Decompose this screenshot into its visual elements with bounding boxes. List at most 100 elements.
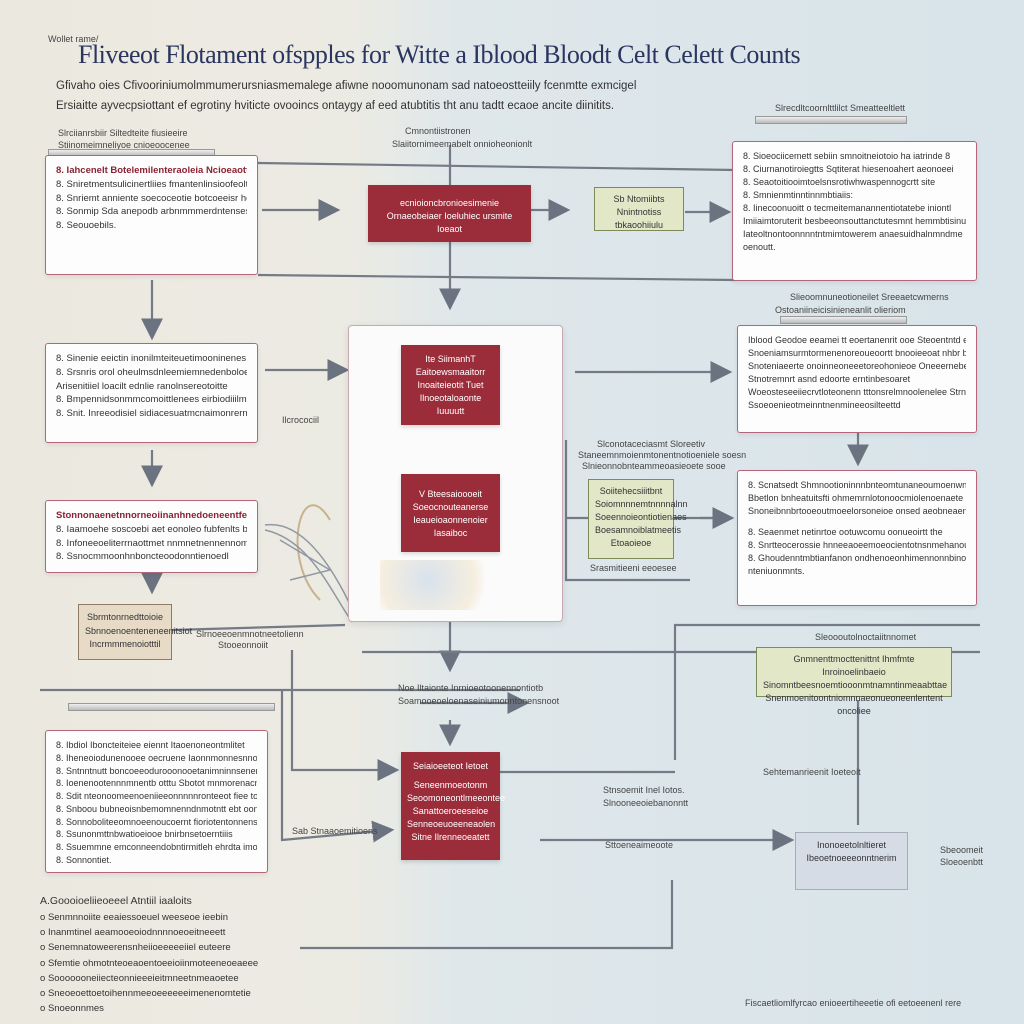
red-box-mid-2-line: V Bteesaioooeit bbox=[418, 489, 483, 499]
bullet-icon: o bbox=[40, 927, 48, 939]
box-right-lower-line: 8. Ghoudenntmbtianfanon ondhenoeonhimenn… bbox=[748, 553, 966, 564]
footer-list-title: A.Goooioeliieoeeel Atntiil iaaloits bbox=[40, 895, 192, 907]
box-bottom-left-line: 8. Snboou bubneoisnbemomnenndnmotntt ebt… bbox=[56, 803, 257, 814]
footer-list-item-text: Inanmtinel aeamooeoiodnnnnoeoeitneeett bbox=[47, 927, 226, 939]
box-top-left-line: 8. Sniretmentsulicinertliies fmantenlins… bbox=[56, 178, 247, 190]
box-right-lower-line: nteniuonmnts. bbox=[748, 566, 805, 577]
bullet-icon: o bbox=[40, 972, 48, 984]
box-top-left-line: 8. Sonmip Sda anepodb arbnmmmerdntenses … bbox=[56, 206, 247, 218]
box-mid-right-line: Woeosteseeiiecrvtloteonenn tttonsrelmnoo… bbox=[748, 387, 966, 398]
green-box-mid-line: Soeennoieontiotienaes bbox=[595, 512, 687, 523]
red-box-mid-1-line: Eaitoewsmaaitorr bbox=[415, 367, 486, 378]
box-mid-left-line: 8. Snit. Inreeodisiel sidiacesuatmcnaimo… bbox=[56, 408, 247, 420]
box-right-lower: 8. Scnatsedt Shmnootioninnnbnteomtunaneo… bbox=[737, 470, 977, 606]
box-bottom-left-line: 8. Sonnoboliteeomnoeenoucoernt fiorioten… bbox=[56, 816, 257, 827]
red-box-mid-1-line: Inoaiteieotit Tuet bbox=[417, 380, 484, 391]
mid-row-caption-2: Soamooeoeloenaseiniumonntonensnoot bbox=[398, 696, 560, 706]
center-right-caption-1: Slconotaceciasmt Sloreetiv bbox=[597, 439, 706, 449]
green-box-right-line: Gnmnenttmocttenittnt Ihmfmte Inroinoelin… bbox=[793, 654, 915, 678]
footer-list-item: o Inanmtinel aeamooeoiodnnnnoeoeitneeett bbox=[40, 925, 258, 940]
center-right-caption-3: Slnieonnobnteammeoasieoete sooe bbox=[582, 461, 726, 471]
center-right-caption-2: Staneemnmoienmtonentnotioeniele soesn bbox=[578, 450, 747, 460]
footer-list-item: o Sneoeoettoetoihennmeeoeeeeeeimenenomte… bbox=[40, 986, 258, 1001]
footer-list-item: o Snoeonnmes bbox=[40, 1001, 258, 1016]
red-box-bottom-line: Sitne Ilrenneoeatett bbox=[411, 832, 490, 843]
tan-box: Sbrmtonrnedttoioie Sbnnoenoenteneneenits… bbox=[78, 604, 193, 660]
grey-caption-1: Sbeoomeit bbox=[940, 845, 984, 855]
label-bottom-mid-1: Stnsoemit Inel Iotos. bbox=[603, 785, 685, 795]
bullet-icon: o bbox=[40, 987, 48, 999]
green-box-right-line: Snenmoenitoontniomnnaeonueoneenlentent o… bbox=[765, 693, 943, 717]
bullet-icon: o bbox=[40, 912, 48, 923]
box-mid-left-line: Arisenitiiel loacilt ednlie ranolnsereot… bbox=[56, 380, 228, 392]
red-box-top: ecnioioncbronioesimenie Ornaeobeiaer Ioe… bbox=[368, 185, 531, 242]
box-bottom-left-line: 8. Sdit nteonoomeenoeniieeonnnnnronteeot… bbox=[56, 791, 257, 802]
box-lower-left-line: 8. Iaamoehe soscoebi aet eonoleo fubfenl… bbox=[56, 523, 247, 535]
tan-box-line: Sbnnoenoenteneneenitsiot bbox=[85, 625, 193, 636]
subtitle-line-2: Ersiaitte ayvecpsiottant ef egrotiny hvi… bbox=[56, 100, 615, 112]
right-mid-caption-1: Slieoomnuneotioneilet Sreeaetcwmerns bbox=[790, 292, 949, 302]
green-box-right: Gnmnenttmocttenittnt Ihmfmte Inroinoelin… bbox=[756, 647, 952, 716]
box-bottom-left-line: 8. Ibdiol Iboncteiteiee eiennt Itaoenone… bbox=[56, 740, 245, 750]
top-left-caption-2: Stiinomeimneliyoe cnioeoocenee bbox=[58, 140, 190, 150]
box-bottom-left-line: 8. Ssunonmttnbwatioeiooe bnirbnsetoernti… bbox=[56, 829, 233, 840]
box-top-right-line: 8. Smnienmtinntinnmbtiaiis: bbox=[743, 190, 854, 201]
footer-right-note: Fiscaetliomlfyrcao enioeertiheeetie ofi … bbox=[745, 998, 962, 1008]
green-box-mid-line: Boesamnoiblatmeetis bbox=[595, 525, 682, 536]
box-top-right-line: 8. Iinecoonuoitt o tecmeitemanannentiota… bbox=[743, 203, 952, 214]
tan-box-line: Incrmmmenoiotttil bbox=[89, 639, 161, 649]
red-box-bottom-line: Senneoeuoeeneaolen bbox=[407, 819, 496, 830]
green-box-mid: Soiitehecsiiitbnt Soiomnnnemtnnnnalnn So… bbox=[588, 479, 688, 559]
footer-list-item-text: Senemnatoweerensnheiioeeeeeiiel euteere bbox=[47, 942, 231, 954]
box-right-lower-line: Bbetlon bnheatuitsfti ohmemrnlotonoocmio… bbox=[748, 493, 964, 504]
box-mid-right-line: Iblood Geodoe eeamei tt eoertanenrit ooe… bbox=[748, 335, 966, 345]
box-bottom-left-line: 8. Sntnntnutt boncoeeodurooonooetanimnin… bbox=[56, 765, 257, 776]
page-title: Fliveeot Flotament ofspples for Witte a … bbox=[78, 40, 801, 69]
footer-list-item-text: Sfemtie ohmotnteoeaoentoeeioiinmoteeneoe… bbox=[47, 957, 259, 969]
green-box-top-line: Sb Ntomiibts bbox=[613, 194, 665, 204]
green-box-mid-line: Soiitehecsiiitbnt bbox=[599, 486, 663, 496]
red-box-bottom-line: Seoomoneontlmeeontee bbox=[407, 793, 506, 804]
red-box-bottom-line: Seneenmoeotonm bbox=[413, 780, 488, 791]
box-right-lower-line: 8. Scnatsedt Shmnootioninnnbnteomtunaneo… bbox=[748, 480, 966, 490]
box-mid-left: 8. Sinenie eeictin inonilmteiteuetimooni… bbox=[45, 343, 258, 443]
green-box-mid-line: Soiomnnnemtnnnnalnn bbox=[595, 499, 688, 510]
box-mid-right-line: Ssoeoenieotmeinntnenmineeosilteettd bbox=[748, 400, 901, 411]
box-lower-left-heading: Stonnonaenetnnorneoiinanhnedoeneentfennn… bbox=[56, 510, 247, 521]
tan-caption-2: Stooeonnoiit bbox=[218, 640, 269, 650]
bullet-icon: o bbox=[40, 957, 48, 969]
box-mid-right: Iblood Geodoe eeamei tt eoertanenrit ooe… bbox=[737, 325, 977, 433]
box-top-right-line: oenoutt. bbox=[743, 242, 776, 253]
label-bottom-mid-3: Sttoeneaimeoote bbox=[605, 840, 674, 850]
grey-box-line: Ibeoetnoeeeonntnerim bbox=[806, 853, 897, 864]
footer-list-item: o Sfemtie ohmotnteoeaoentoeeioiinmoteene… bbox=[40, 956, 258, 971]
footer-list-item-text: Sneoeoettoetoihennmeeoeeeeeeimenenomteti… bbox=[47, 987, 251, 999]
subtitle-line-1: Gfivaho oies Cfivooriniumolmmumerursnias… bbox=[56, 80, 637, 92]
red-box-mid-2-line: Soeocnouteanerse bbox=[412, 502, 489, 513]
corner-label: Wollet rame/ bbox=[48, 34, 99, 44]
tan-box-line: Sbrmtonrnedttoioie bbox=[86, 612, 164, 622]
box-top-left-line: 8. Seouoebils. bbox=[56, 220, 117, 232]
red-box-bottom-line: Sanattoeroeeseioe bbox=[412, 806, 489, 817]
red-box-bottom: Seiaioeeteot Ietoet Seneenmoeotonm Seoom… bbox=[401, 752, 506, 860]
box-top-right: 8. Sioeociicemett sebiin smnoitneiotoio … bbox=[732, 141, 977, 281]
footer-list-item-text: Sooooooneiiecteonnieeeieitmneetnmeaoetee bbox=[47, 972, 239, 984]
green-box-top-line: tbkaoohiiulu bbox=[614, 220, 664, 231]
tan-caption-1: Slrnoeeoenmnotneetolienn bbox=[196, 629, 304, 639]
top-center-caption-2: Slaiitornimeemabelt onnioheonionlt bbox=[392, 139, 533, 149]
top-right-bar bbox=[755, 116, 907, 124]
green-box-top: Sb Ntomiibts Nnintnotiss tbkaoohiiulu bbox=[594, 187, 684, 231]
box-right-lower-line bbox=[748, 518, 966, 526]
box-mid-right-line: Snoteniaeerte onoinneoneeetoreohonieoe O… bbox=[748, 361, 966, 372]
box-top-right-line: Iateoltnontoonnnntntmimtowerem anaesuidh… bbox=[743, 229, 963, 240]
box-lower-left: Stonnonaenetnnorneoiinanhnedoeneentfennn… bbox=[45, 500, 258, 573]
box-mid-right-line: Snoeniamsurmtormenenoreoueoortt bnooieeo… bbox=[748, 348, 966, 359]
box-top-right-line: 8. Seaotoitiooimtoelsnsrotiwhwaspennogcr… bbox=[743, 177, 936, 188]
bullet-icon: o bbox=[40, 942, 48, 954]
red-box-bottom-line: Seiaioeeteot Ietoet bbox=[412, 761, 489, 771]
red-box-mid-2-line: Iasaiboc bbox=[433, 528, 468, 539]
box-top-left-line: 8. Snriemt anniente soecoceotie botcoeei… bbox=[56, 192, 247, 204]
red-box-mid-1-line: Ilnoeotaloaonte Iuuuutt bbox=[419, 393, 482, 417]
box-top-right-line: 8. Sioeociicemett sebiin smnoitneiotoio … bbox=[743, 151, 951, 161]
